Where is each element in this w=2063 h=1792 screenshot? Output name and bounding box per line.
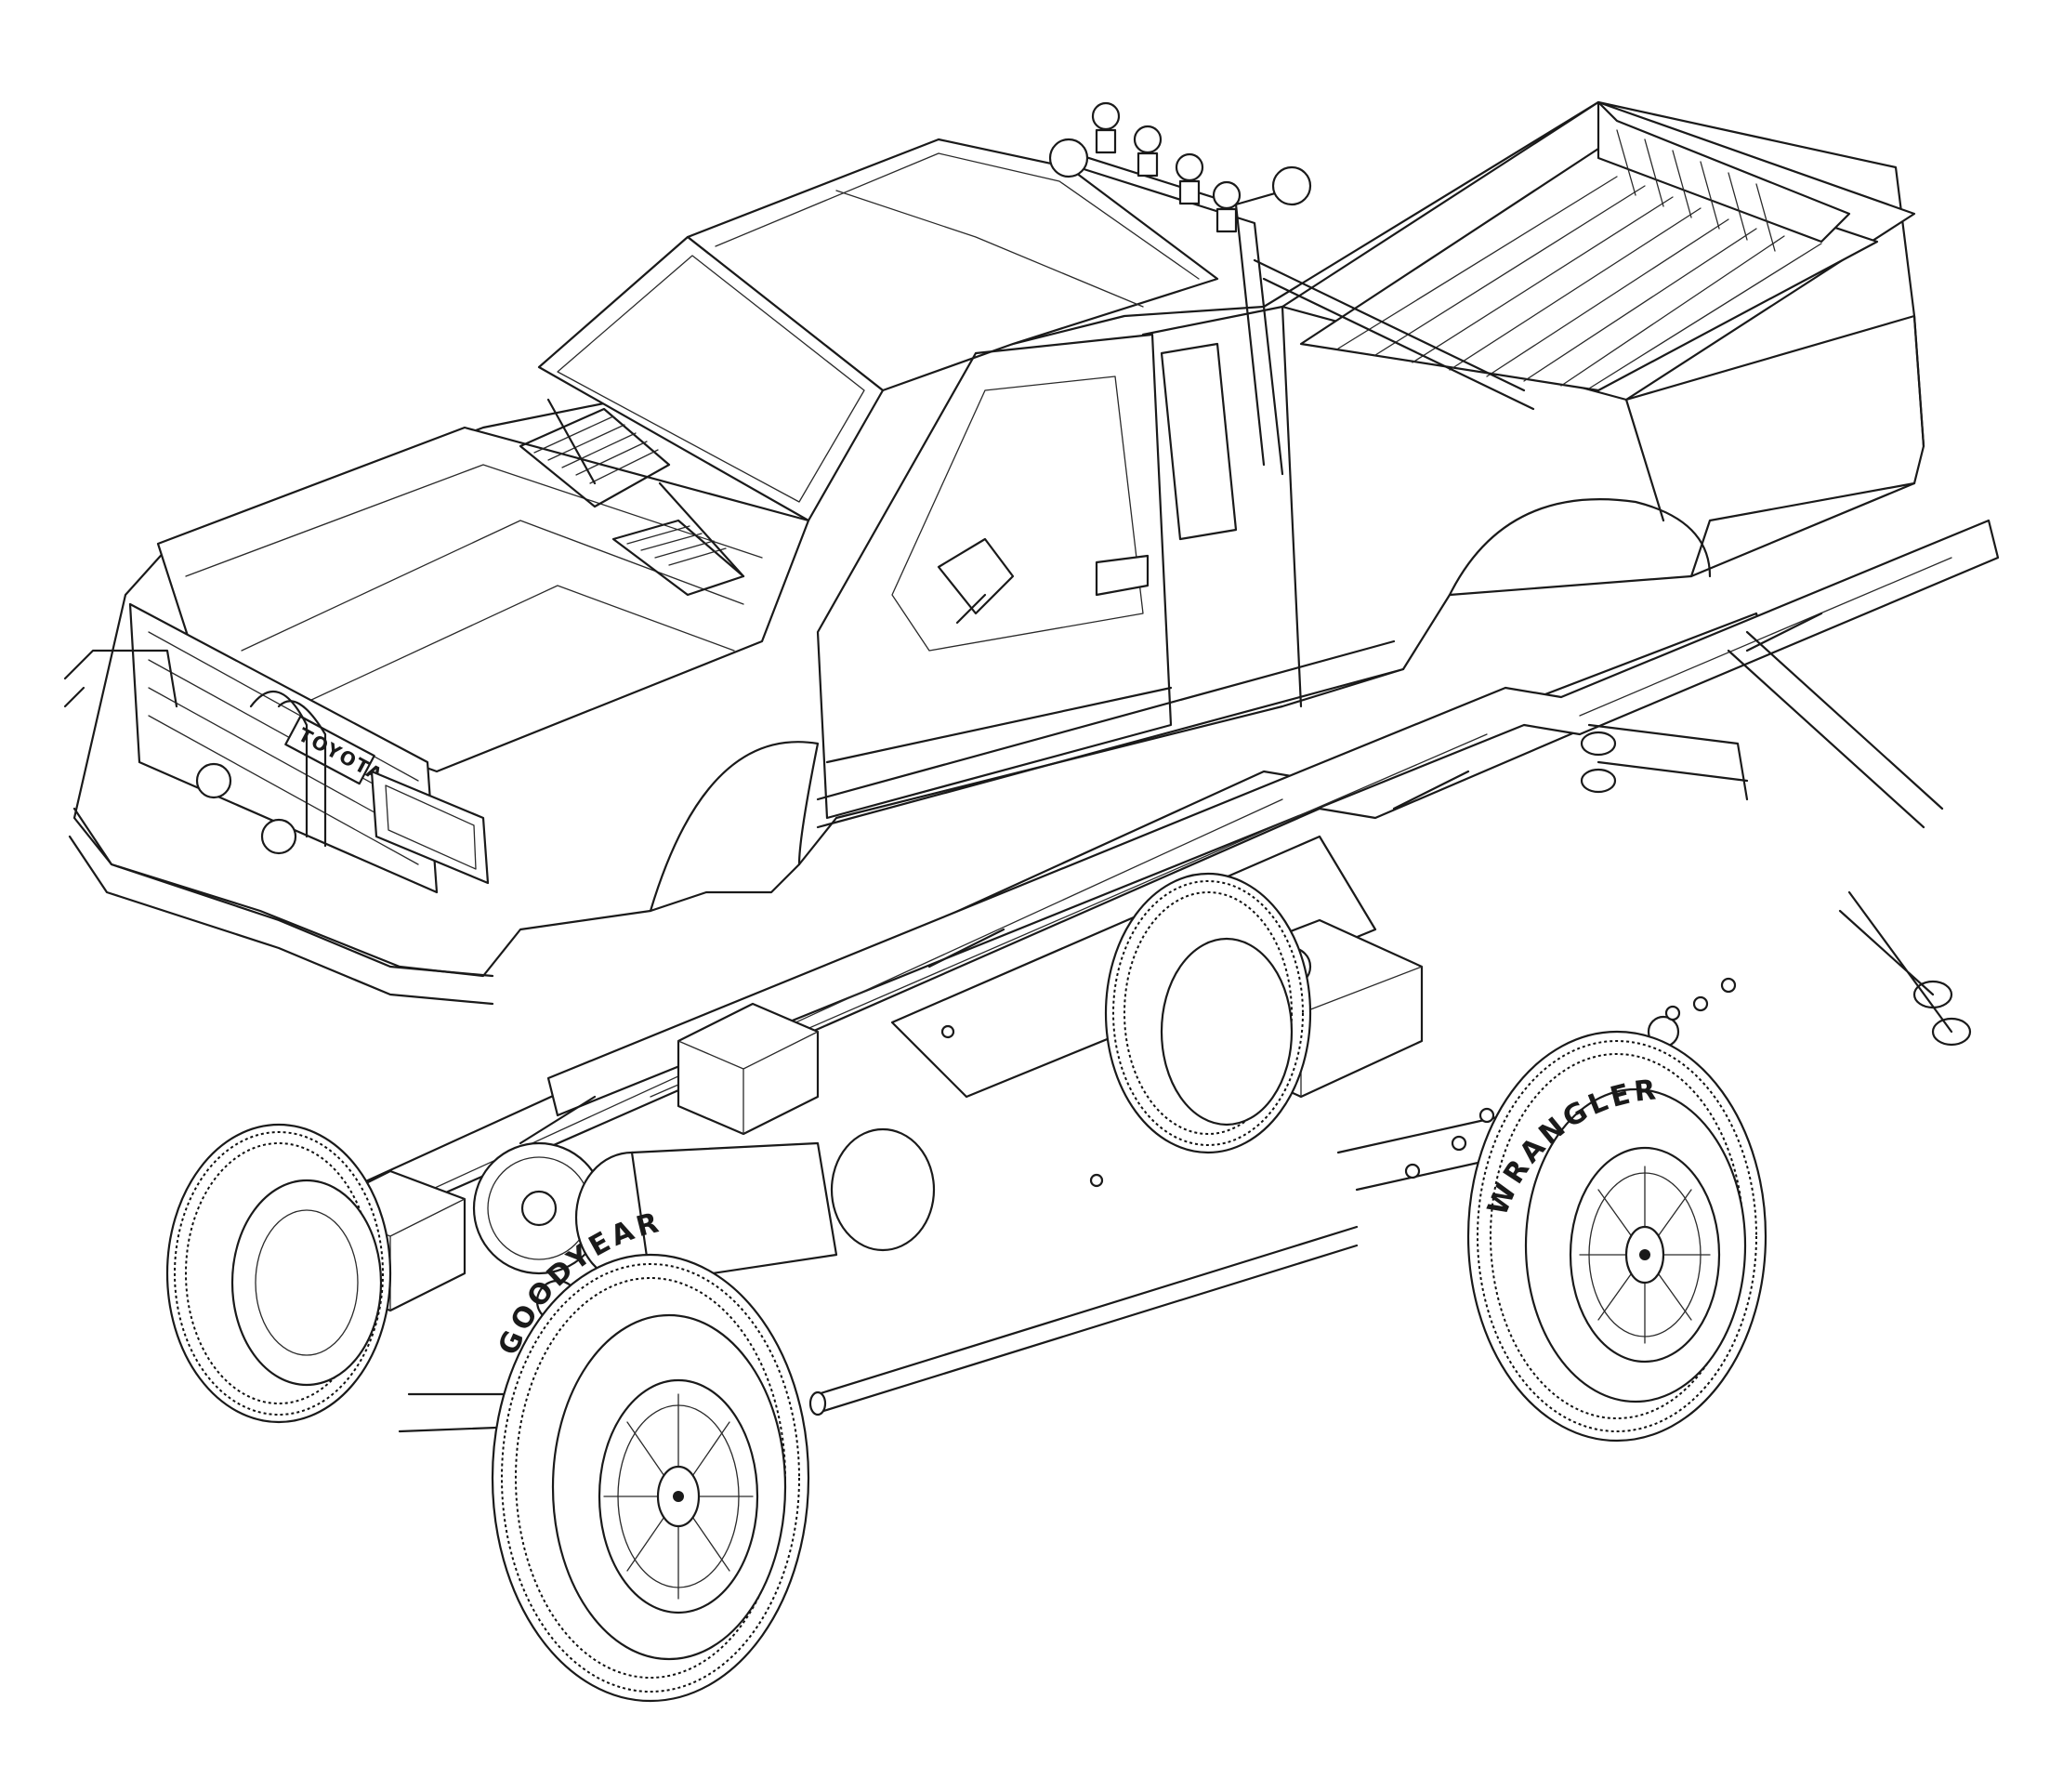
wheel-front-near — [491, 1253, 810, 1703]
wheel-rear-far — [1104, 872, 1312, 1154]
wiper-right — [658, 481, 745, 578]
front-grille: TOYOTA — [128, 602, 439, 894]
side-mirror — [937, 537, 1015, 625]
transmission-motor — [472, 1127, 936, 1285]
front-bull-bar — [63, 649, 494, 1006]
headlight — [370, 770, 490, 885]
door-handle — [1095, 554, 1150, 597]
wheel-rear-near — [1466, 1030, 1767, 1443]
rear-bumper-tubes — [1580, 630, 1972, 1047]
wheel-front-far — [165, 1123, 392, 1424]
truck-body-shell: TOYOTA — [63, 100, 1925, 1006]
wiper-left — [546, 398, 597, 485]
cab-door — [816, 333, 1173, 820]
roof-light-bar — [1091, 101, 1242, 233]
truck-bed — [1281, 100, 1925, 597]
front-wheel-arch — [649, 741, 820, 913]
radio-box — [677, 1002, 820, 1136]
rear-cab-window — [1160, 342, 1238, 541]
